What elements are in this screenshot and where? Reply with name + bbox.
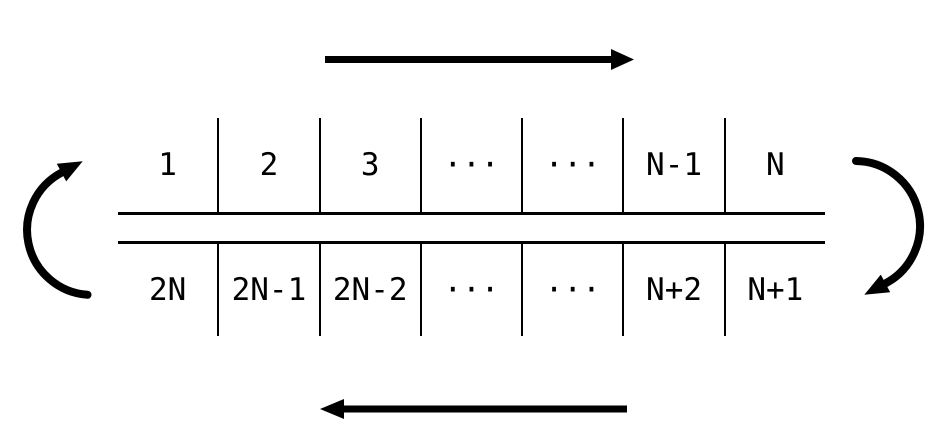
bottom-cell: N+2 [622,244,723,336]
bottom-cell: 2N-1 [217,244,318,336]
top-cell: 2 [217,118,318,212]
top-cell: N-1 [622,118,723,212]
top-cell: N [723,118,825,212]
curve-down-left-arrow-icon [852,157,924,295]
bottom-cell: N+1 [723,244,825,336]
top-row: 1 2 3 ··· ··· N-1 N [118,118,825,215]
right-arrow-icon [325,49,634,70]
top-cell-ellipsis: ··· [419,118,521,212]
bottom-cell-ellipsis: ··· [419,244,521,336]
bottom-cell: 2N [148,271,187,308]
bottom-row: 2N 2N-1 2N-2 ··· ··· N+2 N+1 [118,241,825,336]
bottom-cell: 2N-2 [318,244,420,336]
curve-up-right-arrow-icon [23,161,92,299]
left-arrow-icon [320,399,627,419]
top-cell: 1 [158,146,177,183]
top-cell: 3 [318,118,420,212]
top-cell-ellipsis: ··· [521,118,622,212]
bottom-cell-ellipsis: ··· [521,244,622,336]
